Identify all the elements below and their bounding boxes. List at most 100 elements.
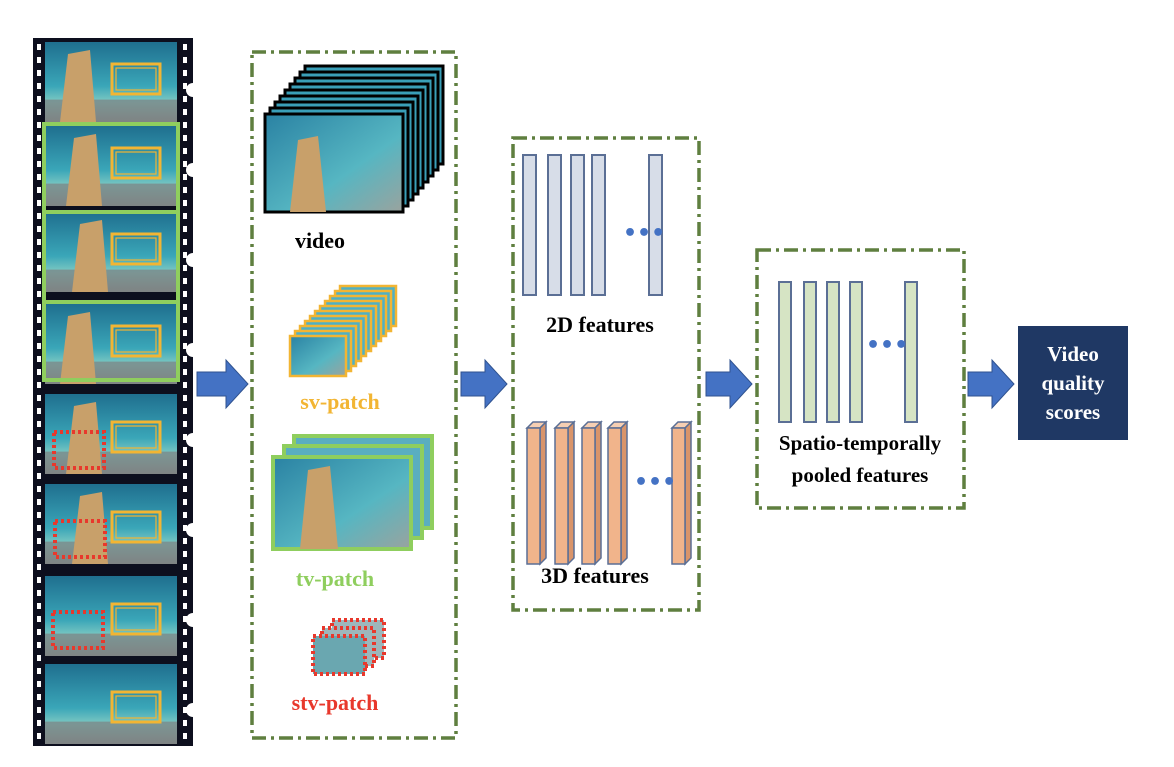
film-stv-patch <box>53 519 107 559</box>
features-2d-label: 2D features <box>546 312 654 337</box>
film-tv-patch <box>42 122 180 382</box>
film-sprocket-hole <box>183 252 187 258</box>
film-sv-patch-inner <box>115 695 157 719</box>
film-sprocket-hole <box>183 655 187 661</box>
sv-patch-frame <box>288 334 348 378</box>
film-sprocket-hole <box>37 395 41 401</box>
pooled-feature-bar <box>849 281 863 423</box>
film-sprocket-hole <box>183 460 187 466</box>
film-sprocket-hole <box>37 174 41 180</box>
arrow-film-to-patches <box>196 358 249 410</box>
film-sprocket-hole <box>183 642 187 648</box>
film-sprocket-hole <box>183 707 187 713</box>
film-sprocket-hole <box>37 369 41 375</box>
film-frame-floor <box>45 269 177 292</box>
film-stv-patch <box>52 430 106 470</box>
ellipsis-pooled: ••• <box>866 333 908 358</box>
film-sprocket-hole <box>37 525 41 531</box>
film-sprocket-hole <box>37 252 41 258</box>
film-sprocket-hole <box>183 486 187 492</box>
film-sprocket-hole <box>37 447 41 453</box>
film-sprocket-hole <box>183 720 187 726</box>
film-sv-patch-inner <box>115 67 157 91</box>
film-sv-patch <box>110 324 162 358</box>
film-sprocket-hole <box>183 603 187 609</box>
pooled-label-line2: pooled features <box>791 463 929 487</box>
film-sprocket-hole <box>183 109 187 115</box>
pooled-features-label: Spatio-temporally pooled features <box>750 427 970 491</box>
feature-2d-bar <box>570 154 585 296</box>
feature-3d-bar-side <box>567 420 575 566</box>
film-sprocket-hole <box>37 707 41 713</box>
film-sprocket-hole <box>183 330 187 336</box>
film-sprocket-hole <box>183 317 187 323</box>
stv-patch-stack <box>311 618 386 676</box>
film-sprocket-hole <box>37 57 41 63</box>
film-sprocket-hole <box>183 200 187 206</box>
film-sprocket-hole <box>37 187 41 193</box>
feature-3d-bar <box>607 427 622 565</box>
film-sprocket-hole <box>37 473 41 479</box>
film-sprocket-hole <box>183 148 187 154</box>
film-sprocket-hole <box>37 486 41 492</box>
film-sv-patch-inner <box>115 151 157 175</box>
film-sprocket-hole <box>183 369 187 375</box>
film-frame-floor <box>45 183 177 206</box>
film-sprocket-hole <box>183 96 187 102</box>
film-sprocket-hole <box>183 161 187 167</box>
film-frame-floor <box>45 541 177 564</box>
film-sprocket-hole <box>183 304 187 310</box>
film-sprocket-hole <box>183 590 187 596</box>
film-frame-floor <box>45 633 177 656</box>
film-sv-patch-inner <box>115 329 157 353</box>
film-sprocket-hole <box>183 278 187 284</box>
patch-sampling-box <box>250 50 458 740</box>
film-sprocket-hole <box>183 538 187 544</box>
output-label-line2: quality <box>1041 370 1105 395</box>
film-sprocket-hole <box>37 44 41 50</box>
film-frame-floor <box>45 451 177 474</box>
film-figure <box>72 220 108 292</box>
film-edge-notch <box>186 703 193 717</box>
film-frame-floor <box>45 721 177 744</box>
stv-patch-label: stv-patch <box>291 690 379 715</box>
film-figure <box>60 50 96 122</box>
film-sprocket-hole <box>37 460 41 466</box>
film-sv-patch-inner <box>115 425 157 449</box>
film-sprocket-hole <box>183 343 187 349</box>
film-edge-notch <box>186 613 193 627</box>
film-sprocket-hole <box>183 265 187 271</box>
film-sprocket-hole <box>183 434 187 440</box>
film-edge-notch <box>186 253 193 267</box>
film-edge-notch <box>186 343 193 357</box>
pooled-feature-bar <box>803 281 817 423</box>
film-sprocket-hole <box>183 44 187 50</box>
film-sprocket-hole <box>37 590 41 596</box>
film-sprocket-hole <box>183 226 187 232</box>
video-film-strip <box>33 38 193 746</box>
film-sprocket-hole <box>37 135 41 141</box>
feature-3d-bar <box>526 427 541 565</box>
film-sprocket-hole <box>37 356 41 362</box>
film-sv-patch <box>110 146 162 180</box>
film-sv-patch <box>110 420 162 454</box>
tv-patch-frame <box>271 455 413 551</box>
arrow-features-to-pooled <box>705 358 753 410</box>
film-sprocket-hole <box>37 512 41 518</box>
film-sv-patch <box>110 232 162 266</box>
film-sprocket-hole <box>37 278 41 284</box>
film-sprocket-hole <box>37 668 41 674</box>
feature-3d-bar <box>581 427 596 565</box>
film-sprocket-hole <box>183 499 187 505</box>
output-label-line1: Video <box>1047 341 1099 366</box>
sv-patch-label: sv-patch <box>300 389 380 414</box>
film-sprocket-hole <box>183 694 187 700</box>
film-sprocket-hole <box>37 343 41 349</box>
film-sprocket-hole <box>37 239 41 245</box>
pooling-box <box>755 248 966 510</box>
film-sprocket-hole <box>183 668 187 674</box>
film-sprocket-hole <box>37 564 41 570</box>
film-sprocket-hole <box>183 57 187 63</box>
film-sprocket-hole <box>183 382 187 388</box>
film-sprocket-hole <box>37 694 41 700</box>
